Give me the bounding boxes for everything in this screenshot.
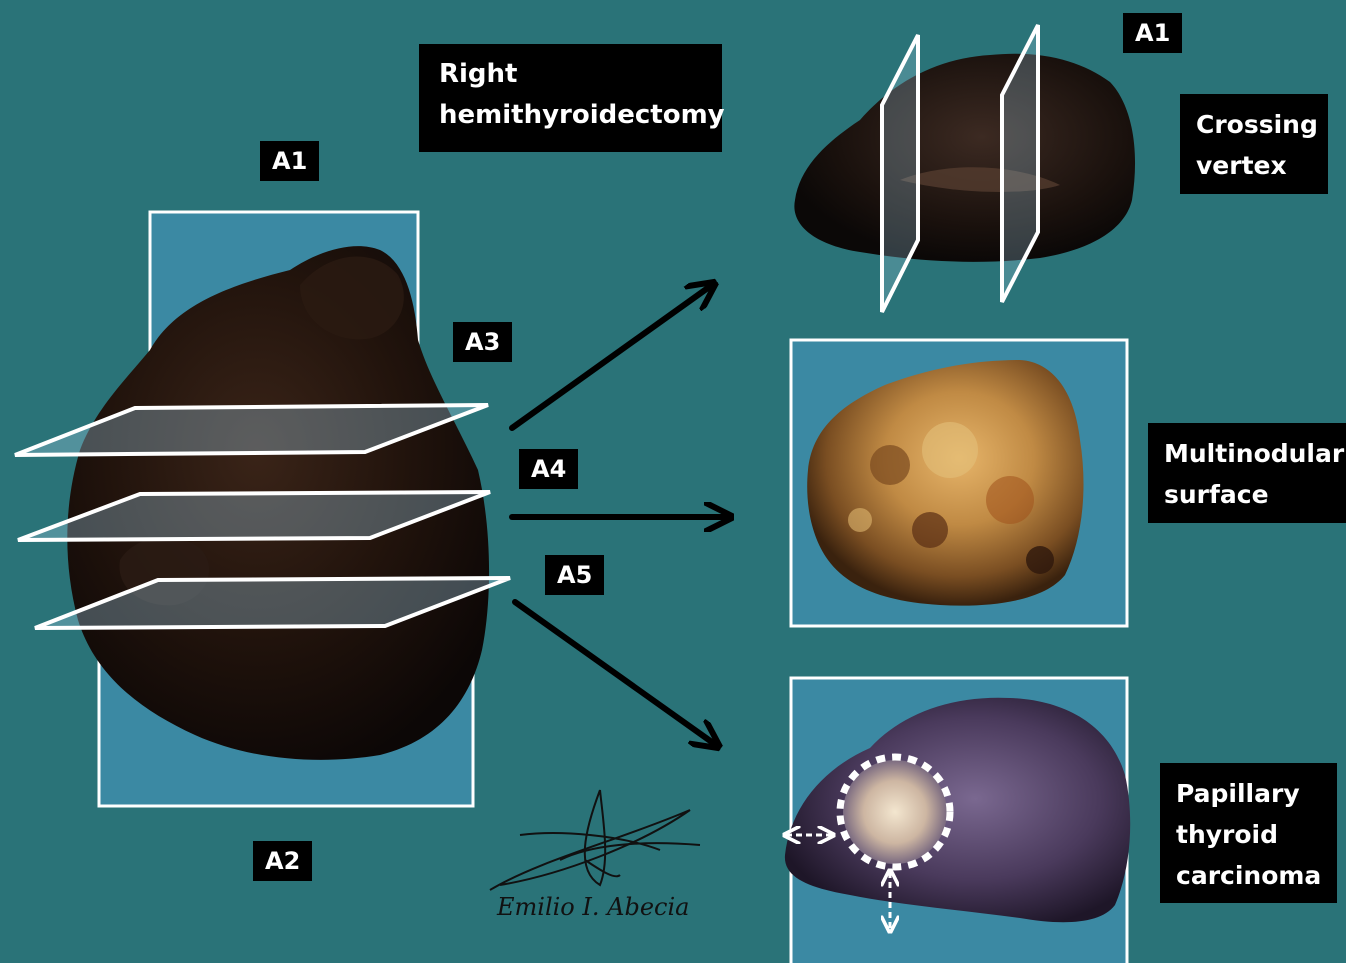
plane-label-a3: A3 [453, 322, 512, 362]
caption-line: vertex [1196, 145, 1312, 186]
caption-line: Papillary [1176, 773, 1321, 814]
nodule [848, 508, 872, 532]
caption-crossing-vertex: Crossing vertex [1180, 94, 1328, 194]
caption-papillary-carcinoma: Papillary thyroid carcinoma [1160, 763, 1337, 903]
author-signature: Emilio I. Abecia [490, 790, 700, 921]
caption-multinodular-surface: Multinodular surface [1148, 423, 1346, 523]
title-line-2: hemithyroidectomy [439, 95, 702, 136]
nodule [912, 512, 948, 548]
carcinoma-specimen-group [785, 678, 1130, 963]
caption-line: Crossing [1196, 104, 1312, 145]
plane-label-a5: A5 [545, 555, 604, 595]
nodule [986, 476, 1034, 524]
caption-line: carcinoma [1176, 855, 1321, 896]
plane-label-a4: A4 [519, 449, 578, 489]
nodule [922, 422, 978, 478]
left-specimen-group [15, 212, 510, 806]
title-label: Right hemithyroidectomy [419, 44, 722, 152]
plane-label-a2: A2 [253, 841, 312, 881]
plane-label-a1-left: A1 [260, 141, 319, 181]
vertical-plane-left [882, 35, 918, 312]
multinodular-specimen-group [791, 340, 1127, 626]
nodule [870, 445, 910, 485]
caption-line: Multinodular [1164, 433, 1330, 474]
caption-line: surface [1164, 474, 1330, 515]
nodule [1026, 546, 1054, 574]
crossing-vertex-specimen-group [794, 25, 1135, 312]
arrow-to-papillary-carcinoma [515, 602, 716, 745]
svg-text:Emilio I. Abecia: Emilio I. Abecia [496, 893, 689, 921]
vertex-specimen [794, 54, 1135, 262]
arrow-to-crossing-vertex [512, 285, 712, 428]
section-arrows [512, 285, 728, 745]
caption-line: thyroid [1176, 814, 1321, 855]
tumor-focus [843, 760, 947, 864]
title-line-1: Right [439, 54, 702, 95]
plane-label-a1-right: A1 [1123, 13, 1182, 53]
